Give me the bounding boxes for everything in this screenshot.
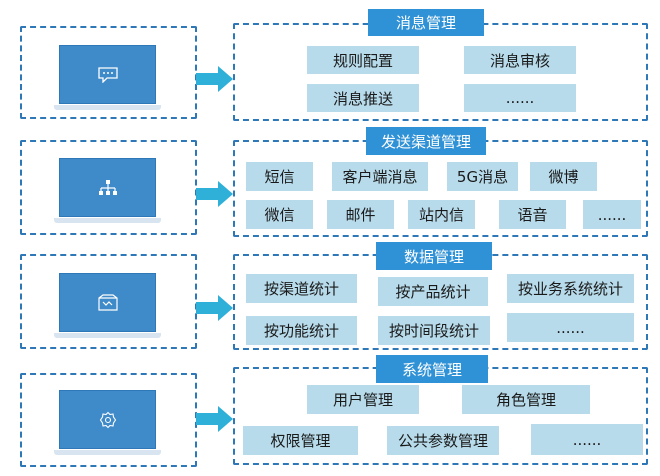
monitor-system <box>54 390 161 455</box>
item-client-message: 客户端消息 <box>332 162 428 191</box>
item-voice: 语音 <box>499 200 566 229</box>
icon-frame-channel <box>20 140 197 235</box>
item-by-business-system: 按业务系统统计 <box>507 274 634 303</box>
item-email: 邮件 <box>327 200 394 229</box>
item-sms: 短信 <box>246 162 313 191</box>
monitor-message <box>54 45 161 110</box>
icon-frame-message <box>20 26 197 119</box>
section-title-data: 数据管理 <box>376 242 492 270</box>
item-more: ...... <box>507 313 634 342</box>
section-title-message: 消息管理 <box>368 9 484 36</box>
item-5g-message: 5G消息 <box>447 162 518 191</box>
arrow-right-icon <box>196 181 233 207</box>
item-by-time-period: 按时间段统计 <box>378 316 490 345</box>
item-permission-management: 权限管理 <box>243 426 358 455</box>
item-by-product: 按产品统计 <box>378 277 488 306</box>
arrow-right-icon <box>196 66 233 92</box>
item-common-params: 公共参数管理 <box>387 426 499 455</box>
arrow-right-icon <box>196 295 233 321</box>
item-wechat: 微信 <box>246 200 313 229</box>
item-message-push: 消息推送 <box>307 84 419 112</box>
monitor-channel <box>54 158 161 223</box>
icon-frame-data <box>20 254 197 349</box>
gear-icon <box>99 411 116 428</box>
arrow-right-icon <box>196 406 233 432</box>
item-by-channel: 按渠道统计 <box>246 274 357 303</box>
item-message-review: 消息审核 <box>464 46 576 74</box>
item-more: ...... <box>583 200 641 229</box>
monitor-data <box>54 273 161 338</box>
item-site-message: 站内信 <box>408 200 475 229</box>
section-title-channel: 发送渠道管理 <box>366 127 486 155</box>
section-frame-message <box>233 23 648 121</box>
section-title-system: 系统管理 <box>376 355 488 383</box>
data-package-icon <box>97 293 118 311</box>
network-hierarchy-icon <box>98 179 117 195</box>
item-more: ...... <box>531 424 643 455</box>
item-rule-config: 规则配置 <box>307 46 419 74</box>
item-more: ...... <box>464 84 576 112</box>
item-weibo: 微博 <box>530 162 597 191</box>
chat-bubble-icon <box>97 66 118 83</box>
item-by-function: 按功能统计 <box>246 316 357 345</box>
item-role-management: 角色管理 <box>462 385 590 414</box>
item-user-management: 用户管理 <box>307 385 419 414</box>
